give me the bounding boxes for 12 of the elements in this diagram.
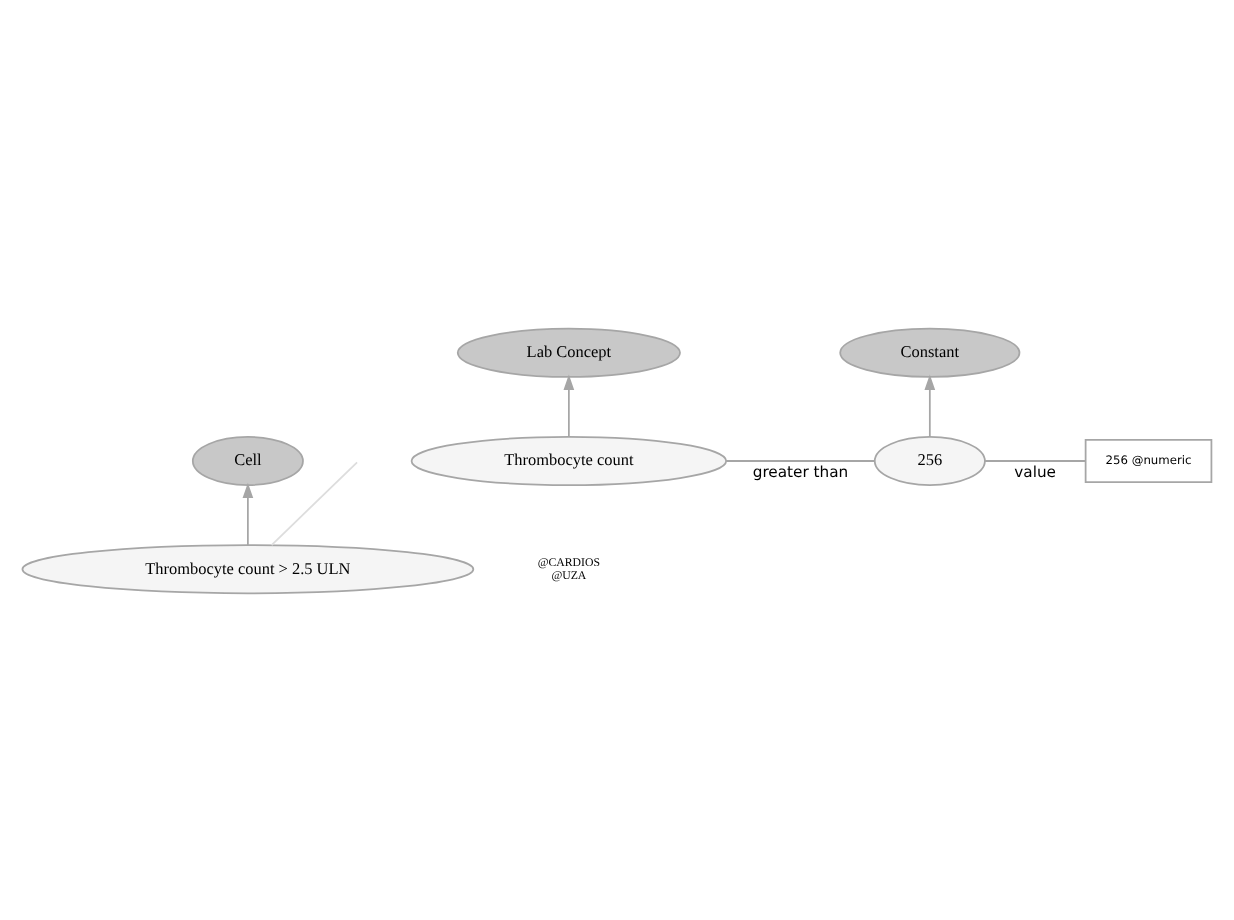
arrow (924, 373, 936, 437)
connector (984, 459, 1087, 461)
arrow (563, 373, 575, 437)
node-ellipse: Thrombocyte count (410, 435, 728, 485)
node-ellipse: Constant (839, 326, 1021, 377)
node-ellipse: Thrombocyte count > 2.5 ULN (21, 543, 475, 594)
arrow (242, 481, 254, 545)
node-ellipse: Cell (191, 435, 304, 485)
node-ellipse: 256 (873, 435, 986, 485)
node-ellipse: Lab Concept (456, 326, 681, 377)
connector (725, 459, 876, 461)
connector (270, 460, 358, 545)
